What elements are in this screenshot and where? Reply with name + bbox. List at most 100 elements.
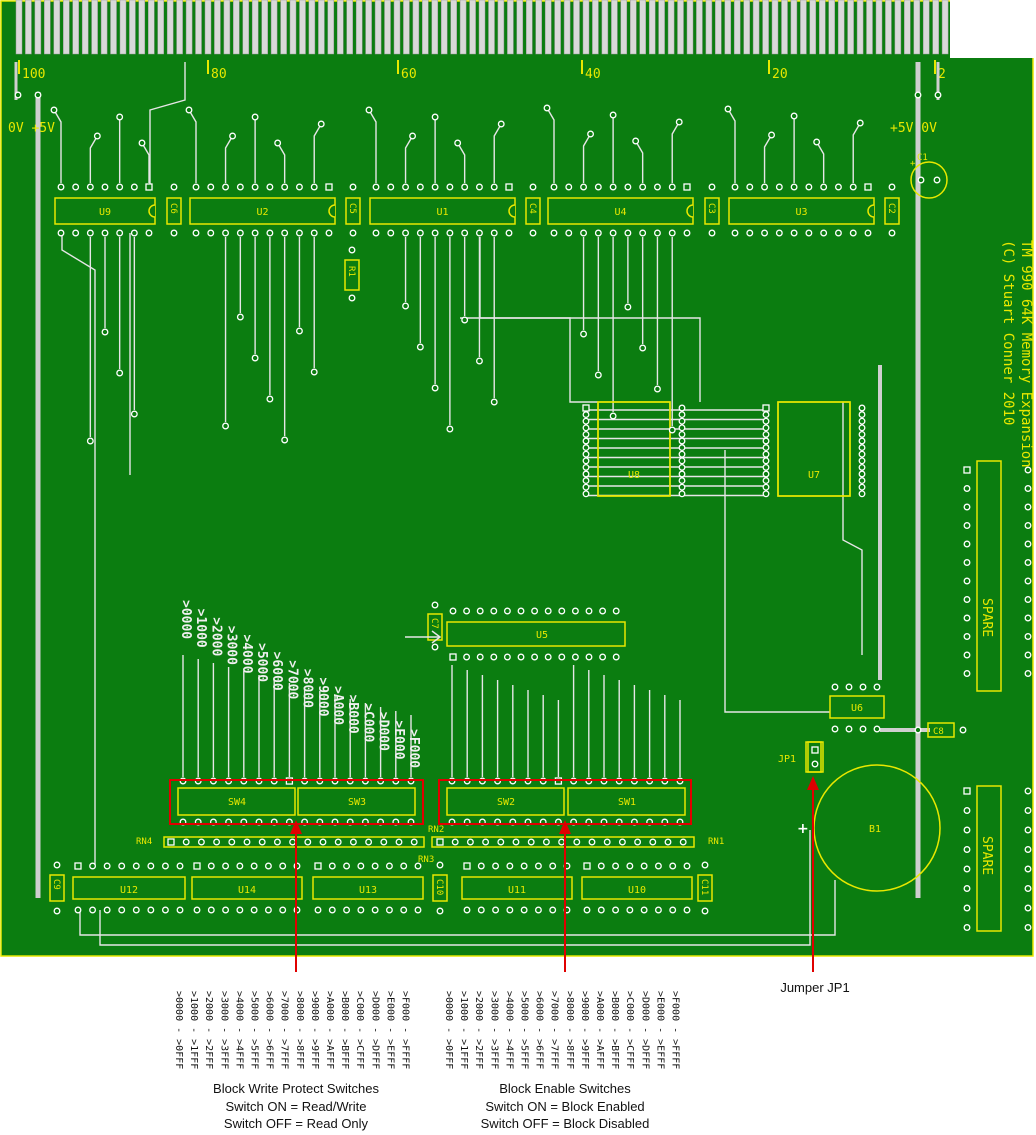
trace <box>224 135 234 183</box>
pad <box>506 862 514 870</box>
pad <box>634 838 642 846</box>
pad <box>678 463 686 471</box>
trace <box>61 233 96 865</box>
range-label-enable: >1000 - >1FFF <box>458 991 469 1069</box>
pad <box>858 417 866 425</box>
pad <box>790 229 798 237</box>
pad <box>858 477 866 485</box>
pad <box>678 417 686 425</box>
address-label: >9000 <box>315 677 330 716</box>
edge-finger <box>648 0 656 55</box>
pad <box>585 653 593 661</box>
pad <box>534 906 542 914</box>
pad <box>372 229 380 237</box>
pad <box>207 906 215 914</box>
svg-text:C1: C1 <box>917 153 928 163</box>
pad <box>176 862 184 870</box>
pad <box>264 862 272 870</box>
pad <box>811 746 819 754</box>
edge-finger <box>185 0 193 55</box>
pad <box>463 607 471 615</box>
pad <box>775 229 783 237</box>
rn2-label: RN2 <box>428 825 444 835</box>
pad <box>668 229 676 237</box>
pad <box>582 457 590 465</box>
c1-capacitor: C1 + <box>910 153 948 199</box>
pad <box>558 653 566 661</box>
edge-finger <box>346 0 353 55</box>
pad <box>529 229 537 237</box>
edge-finger <box>469 0 476 55</box>
address-label: >2000 <box>208 617 223 656</box>
edge-finger <box>299 0 306 55</box>
edge-finger <box>932 0 939 55</box>
pad <box>678 490 686 498</box>
cap-body <box>166 197 182 225</box>
pad <box>1024 651 1032 659</box>
pad <box>258 838 266 846</box>
pad <box>93 132 101 140</box>
pad <box>624 303 632 311</box>
pad <box>618 838 626 846</box>
pad <box>762 483 770 491</box>
pad <box>612 906 620 914</box>
edge-finger <box>904 0 911 55</box>
pad <box>609 229 617 237</box>
trace <box>479 237 701 402</box>
trace <box>763 134 773 183</box>
pad <box>409 132 417 140</box>
write-protect-on: Switch ON = Read/Write <box>225 1098 367 1114</box>
pad <box>236 862 244 870</box>
pad <box>708 229 716 237</box>
pad <box>512 838 520 846</box>
pad <box>476 607 484 615</box>
sw2-label: SW2 <box>497 797 515 808</box>
pad <box>914 91 922 99</box>
sw3-label: SW3 <box>348 797 366 808</box>
u10-body <box>581 876 693 900</box>
pad <box>582 470 590 478</box>
address-label: >4000 <box>239 634 254 673</box>
pad <box>503 653 511 661</box>
pad <box>328 862 336 870</box>
pad <box>668 426 676 434</box>
edge-finger <box>34 0 42 55</box>
pad <box>477 862 485 870</box>
pad <box>101 229 109 237</box>
r1-label: R1 <box>346 266 356 277</box>
u6-label: U6 <box>851 703 863 714</box>
pad <box>609 111 617 119</box>
sw1-body <box>567 787 686 816</box>
u8-socket-tall <box>597 401 671 497</box>
pad <box>603 838 611 846</box>
pad <box>762 477 770 485</box>
pad <box>118 906 126 914</box>
pad <box>310 368 318 376</box>
pad <box>963 503 971 511</box>
svg-text:+: + <box>910 159 916 169</box>
address-labels: >0000>1000>2000>3000>4000>5000>6000>7000… <box>178 600 421 768</box>
svg-text:SPARE: SPARE <box>979 598 994 637</box>
edge-number: 80 <box>211 67 227 82</box>
pad <box>558 607 566 615</box>
pad <box>963 924 971 931</box>
edge-finger <box>752 0 760 55</box>
chip-notch <box>867 204 875 218</box>
pad <box>482 838 490 846</box>
range-label-protect: >9000 - >9FFF <box>309 991 320 1069</box>
pad <box>357 862 365 870</box>
edge-finger <box>781 0 788 55</box>
board-title: TM 990 64K Memory Expansion (C) Stuart C… <box>1000 240 1034 468</box>
edge-finger <box>544 0 552 55</box>
pad <box>580 229 588 237</box>
edge-finger <box>658 0 665 55</box>
edge-finger <box>497 0 505 55</box>
pad <box>89 906 97 914</box>
pad <box>34 91 42 99</box>
edge-finger <box>81 0 89 55</box>
trace <box>79 880 836 936</box>
pad <box>888 183 896 191</box>
edge-finger <box>667 0 675 55</box>
c9-label: C9 <box>51 879 61 890</box>
edge-finger <box>280 0 287 55</box>
